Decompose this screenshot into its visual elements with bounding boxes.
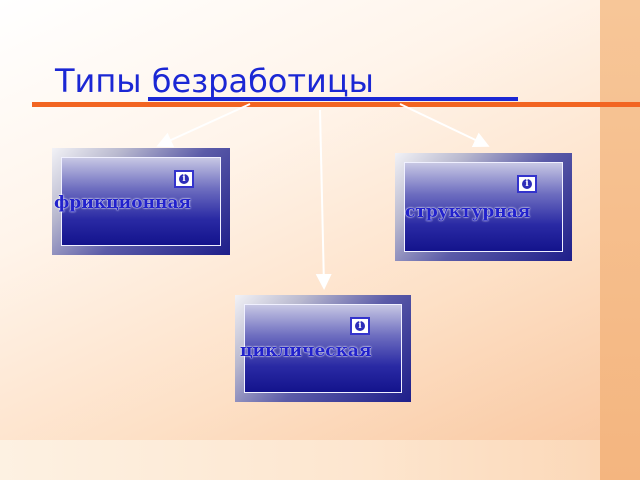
arrow-to-frictional xyxy=(156,103,251,148)
arrow-to-cyclical xyxy=(315,109,332,290)
arrow-to-structural xyxy=(399,103,490,148)
box-label-cyclical: циклическая xyxy=(240,341,372,361)
info-button-structural[interactable]: i xyxy=(517,175,537,193)
box-frictional-face xyxy=(61,157,221,246)
box-cyclical-face xyxy=(244,304,402,393)
slide-title: Типы безработицы xyxy=(55,62,374,100)
box-label-structural: структурная xyxy=(405,202,531,222)
title-underline xyxy=(148,97,518,101)
info-button-cyclical[interactable]: i xyxy=(350,317,370,335)
bottom-accent-strip xyxy=(0,440,600,480)
info-icon: i xyxy=(179,174,189,184)
box-label-frictional: фрикционная xyxy=(54,193,192,213)
box-frictional[interactable]: i фрикционная xyxy=(52,148,230,255)
box-structural-face xyxy=(404,162,563,252)
info-icon: i xyxy=(355,321,365,331)
box-cyclical[interactable]: i циклическая xyxy=(235,295,411,402)
info-icon: i xyxy=(522,179,532,189)
info-button-frictional[interactable]: i xyxy=(174,170,194,188)
title-divider xyxy=(32,102,640,107)
right-accent-strip xyxy=(600,0,640,480)
box-structural[interactable]: i структурная xyxy=(395,153,572,261)
